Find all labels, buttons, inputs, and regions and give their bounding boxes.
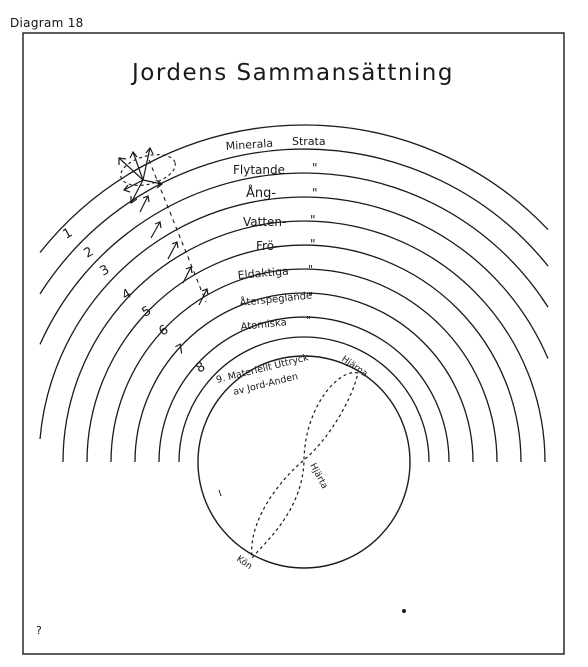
layer-label-6: Eldaktiga [237, 265, 289, 282]
layer-arrows [139, 195, 209, 306]
layer-suffix-8: " [306, 314, 311, 327]
dashed-ellipse [120, 154, 176, 186]
layer-number-7: 7 [174, 341, 189, 358]
layer-arc-3 [39, 172, 549, 345]
layer-label-1: Minerala [225, 137, 273, 153]
diagram-frame [22, 32, 565, 655]
layer-arc-1 [39, 124, 549, 253]
layer-arc-4 [39, 196, 549, 440]
layer-suffix-7: " [308, 290, 313, 303]
layer-suffix-4: " [310, 213, 316, 227]
layer-label-2: Flytande [233, 163, 285, 177]
layer-arc-9 [158, 316, 450, 463]
layer-number-3: 3 [98, 262, 113, 279]
layer-label-4: Vatten- [243, 215, 286, 229]
layer-number-4: 4 [120, 286, 135, 303]
layer-arc-2 [39, 148, 549, 295]
marker-label-heart: Hjärta [307, 462, 329, 491]
core-circle [197, 355, 411, 569]
layer-label-3: Ång- [246, 185, 276, 201]
layer-suffix-1: Strata [292, 135, 326, 148]
layer-label-5: Frö- [256, 239, 279, 253]
layer-arcs [39, 124, 549, 463]
layer-label-8: Atomiska [240, 317, 287, 333]
layer-arc-8 [134, 292, 474, 463]
layer-suffix-2: " [312, 161, 318, 175]
stray-dot [402, 609, 406, 613]
stray-mark [218, 489, 222, 497]
corner-mark: ? [36, 624, 42, 637]
marker-label-sex: Kön [234, 554, 253, 572]
layer-arc-10 [178, 336, 430, 463]
layer-number-2: 2 [82, 244, 97, 261]
layer-label-7: Återspeglande [239, 288, 313, 309]
layer-suffix-5: " [310, 237, 316, 251]
layer-numbers: 1 2 3 4 5 6 7 8 [61, 225, 209, 376]
diagram-title: Jordens Sammansättning [130, 60, 454, 86]
layer-labels: Minerala Strata Flytande " Ång- " Vatten… [225, 135, 325, 333]
layer-arc-5 [62, 220, 546, 463]
layer-arc-7 [110, 268, 498, 463]
figure-eight-dashed-path [251, 372, 359, 560]
radiating-arrows [118, 146, 164, 205]
layer-arc-6 [86, 244, 522, 463]
layer-number-8: 8 [194, 359, 209, 376]
layer-number-1: 1 [61, 225, 76, 242]
layer-suffix-3: " [312, 186, 318, 200]
layer-suffix-6: " [308, 263, 313, 276]
page-label: Diagram 18 [10, 16, 84, 30]
